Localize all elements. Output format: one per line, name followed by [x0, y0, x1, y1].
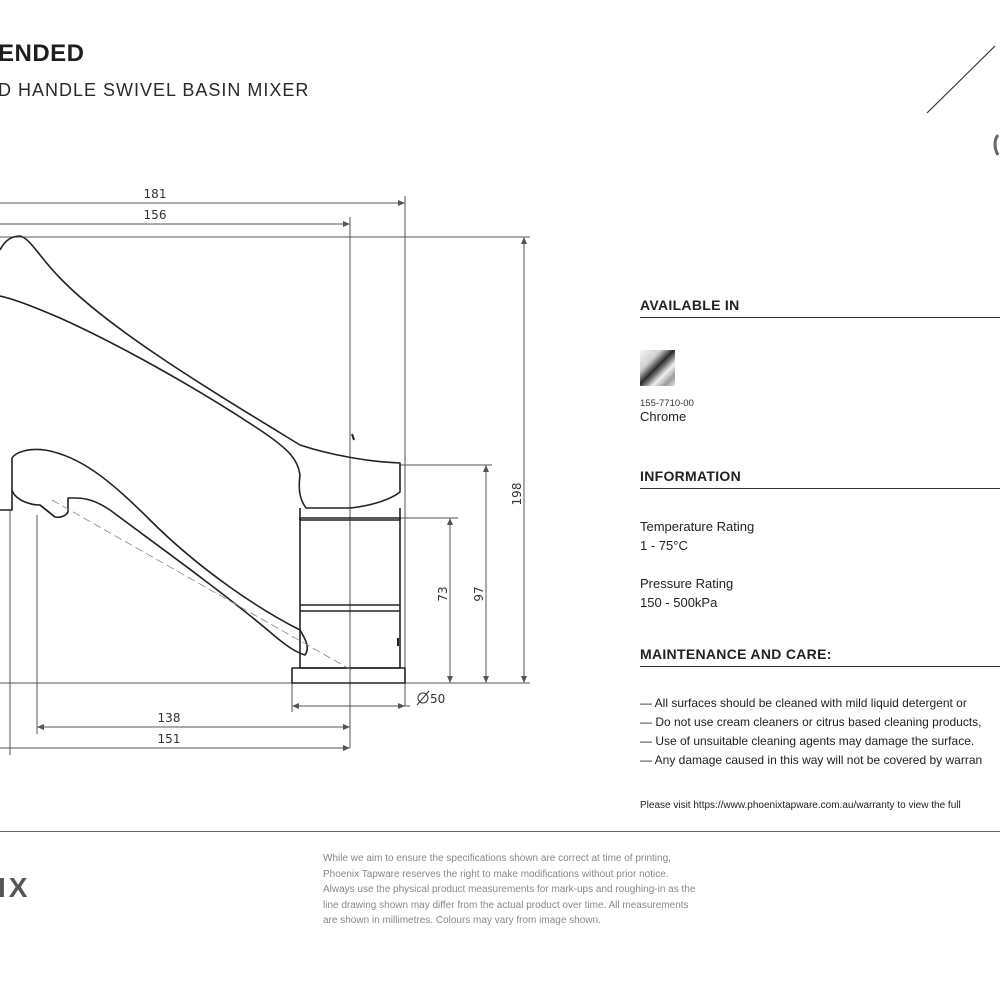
disclaimer: While we aim to ensure the specification… [323, 851, 753, 929]
footer-divider [0, 831, 1000, 832]
disclaimer-line: are shown in millimetres. Colours may va… [323, 915, 601, 926]
temperature-value: 1 - 75°C [640, 538, 688, 553]
disclaimer-line: While we aim to ensure the specification… [323, 853, 671, 864]
product-title: ENDED [0, 40, 85, 67]
temperature-label: Temperature Rating [640, 519, 755, 534]
disclaimer-line: line drawing shown may differ from the a… [323, 899, 689, 911]
dim-label-151: 151 [158, 732, 181, 746]
maintenance-item: — Do not use cream cleaners or citrus ba… [640, 715, 982, 729]
diameter-icon [416, 690, 430, 706]
pressure-label: Pressure Rating [640, 576, 734, 591]
dim-label-50: 50 [430, 692, 445, 706]
maintenance-item: — Use of unsuitable cleaning agents may … [640, 734, 975, 748]
available-in-heading: AVAILABLE IN [640, 297, 1000, 318]
partial-image-edge [993, 134, 1000, 156]
disclaimer-line: Always use the physical product measurem… [323, 884, 696, 895]
warranty-link-text[interactable]: Please visit https://www.phoenixtapware.… [640, 800, 961, 811]
maintenance-heading: MAINTENANCE AND CARE: [640, 646, 1000, 667]
information-heading: INFORMATION [640, 468, 1000, 489]
partial-image-line [926, 45, 996, 114]
tap-outline [0, 235, 406, 684]
disclaimer-line: Phoenix Tapware reserves the right to ma… [323, 868, 669, 880]
chrome-swatch [640, 350, 675, 386]
pressure-value: 150 - 500kPa [640, 595, 718, 610]
dim-label-181: 181 [144, 187, 167, 201]
brand-logo: IX [0, 872, 31, 903]
dim-label-138: 138 [158, 711, 181, 725]
product-code: 155-7710-00 [640, 398, 694, 409]
dim-label-198: 198 [510, 483, 524, 506]
finish-name: Chrome [640, 409, 687, 424]
maintenance-item: — Any damage caused in this way will not… [640, 753, 983, 767]
dim-label-97: 97 [472, 586, 486, 601]
dim-label-73: 73 [436, 586, 450, 601]
maintenance-item: — All surfaces should be cleaned with mi… [640, 696, 967, 710]
dim-label-156: 156 [144, 208, 167, 222]
product-subtitle: D HANDLE SWIVEL BASIN MIXER [0, 80, 310, 100]
